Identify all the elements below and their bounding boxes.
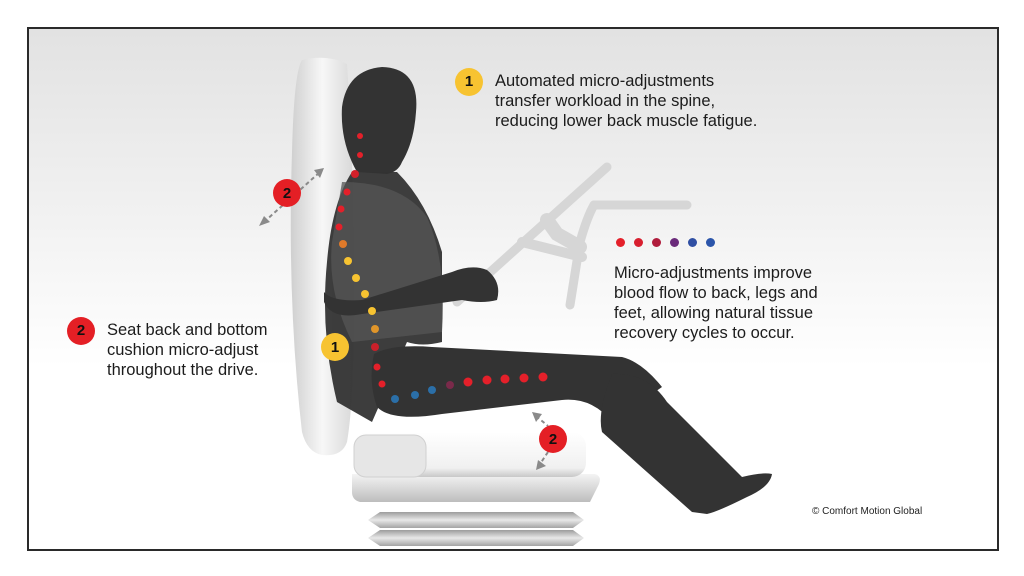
- callout-spine-line: Automated micro-adjustments: [495, 72, 715, 90]
- spine-dots: [335, 133, 548, 403]
- callout-seat-line: throughout the drive.: [107, 361, 259, 379]
- dot: [688, 238, 697, 247]
- callout-blood-flow-line: recovery cycles to occur.: [614, 324, 795, 342]
- copyright: © Comfort Motion Global: [812, 506, 923, 517]
- dot: [652, 238, 661, 247]
- callout-blood-flow-line: Micro-adjustments improve: [614, 264, 813, 282]
- callout-seat-line: cushion micro-adjust: [107, 341, 259, 359]
- seat-cushion-badge: 2: [539, 425, 567, 453]
- driver-silhouette: [324, 67, 772, 514]
- seat-illustration: [259, 57, 772, 546]
- dot: [634, 238, 643, 247]
- dot: [706, 238, 715, 247]
- callout-seat-line: Seat back and bottom: [107, 321, 268, 339]
- callout-spine-line: reducing lower back muscle fatigue.: [495, 112, 758, 130]
- dot: [670, 238, 679, 247]
- seat-back-badge: 2: [273, 179, 301, 207]
- spine-badge: 1: [321, 333, 349, 361]
- callout-blood-flow: Micro-adjustments improve blood flow to …: [614, 263, 818, 343]
- callout-spine: 1 Automated micro-adjustments transfer w…: [455, 68, 758, 131]
- callout-seat: 2 Seat back and bottom cushion micro-adj…: [67, 317, 268, 380]
- callout-seat-badge: 2: [67, 317, 95, 345]
- diagram-frame: 2 1 2 1 Automated micro-adjustments tran…: [27, 27, 999, 551]
- callout-blood-flow-line: blood flow to back, legs and: [614, 284, 818, 302]
- blood-flow-dots: [616, 238, 715, 247]
- callout-blood-flow-line: feet, allowing natural tissue: [614, 304, 814, 322]
- dot: [616, 238, 625, 247]
- callout-spine-line: transfer workload in the spine,: [495, 92, 716, 110]
- callout-spine-badge: 1: [455, 68, 483, 96]
